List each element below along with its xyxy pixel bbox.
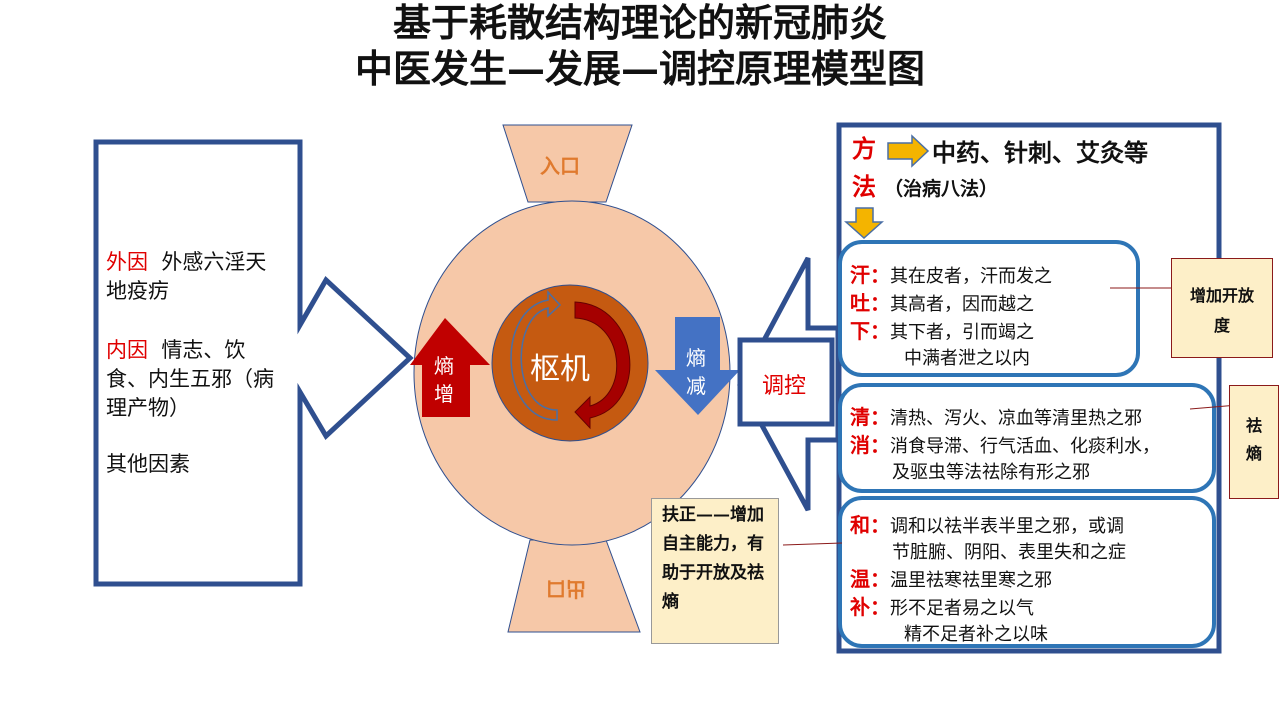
method-group-2: 清：清热、泻火、凉血等清里热之邪 消：消食导滞、行气活血、化痰利水， 及驱虫等法…	[850, 404, 1160, 486]
remove-entropy-note: 祛熵	[1229, 385, 1279, 499]
method-key: 汗：	[850, 263, 890, 287]
regulate-box	[737, 337, 835, 427]
methods-label-1: 方	[852, 135, 876, 163]
method-key: 清：	[850, 405, 890, 429]
regulate-label: 调控	[762, 374, 807, 399]
cycle-arrow-left	[510, 290, 562, 421]
method-key: 温：	[850, 567, 890, 591]
method-item: 温：温里祛寒祛里寒之邪	[850, 566, 1126, 594]
external-text: 外感六淫天地疫疠	[106, 250, 267, 303]
method-text: 清热、泻火、凉血等清里热之邪	[890, 408, 1142, 429]
method-item: 及驱虫等法祛除有形之邪	[850, 460, 1160, 486]
method-text: 其高者，因而越之	[890, 294, 1034, 315]
other-factors: 其他因素	[106, 452, 190, 476]
method-text: 中满者泄之以内	[904, 348, 1030, 369]
method-key: 吐：	[850, 291, 890, 315]
external-cause: 外因 外感六淫天地疫疠	[106, 248, 286, 306]
method-key: 消：	[850, 433, 890, 457]
outlet-label: 出口	[546, 577, 586, 601]
method-text: 温里祛寒祛里寒之邪	[890, 570, 1052, 591]
entropy-decrease-label: 熵减	[686, 346, 706, 398]
entropy-increase-label: 熵增	[434, 354, 454, 406]
group-box-3	[838, 496, 1216, 648]
down-arrow-icon	[844, 207, 884, 240]
method-text: 及驱虫等法祛除有形之邪	[892, 462, 1090, 483]
methods-label-2: 法	[852, 173, 876, 201]
method-item: 精不足者补之以味	[850, 622, 1126, 648]
inlet-trapezoid	[502, 124, 633, 203]
method-item: 和：调和以祛半表半里之邪，或调	[850, 512, 1126, 540]
method-key: 下：	[850, 319, 890, 343]
method-item: 中满者泄之以内	[850, 346, 1052, 372]
methods-means: 中药、针刺、艾灸等	[932, 139, 1148, 167]
method-group-1: 汗：其在皮者，汗而发之 吐：其高者，因而越之 下：其下者，引而竭之 中满者泄之以…	[850, 262, 1052, 372]
group-box-2	[838, 383, 1216, 493]
external-label: 外因	[106, 250, 148, 274]
method-text: 其下者，引而竭之	[890, 322, 1034, 343]
method-text: 调和以祛半表半里之邪，或调	[890, 516, 1124, 537]
open-degree-note: 增加开放度	[1171, 258, 1273, 358]
method-item: 补：形不足者易之以气	[850, 594, 1126, 622]
method-text: 其在皮者，汗而发之	[890, 266, 1052, 287]
method-item: 清：清热、泻火、凉血等清里热之邪	[850, 404, 1160, 432]
method-item: 节脏腑、阴阳、表里失和之症	[850, 540, 1126, 566]
method-text: 精不足者补之以味	[904, 624, 1048, 645]
core-label: 枢机	[530, 352, 590, 387]
internal-cause: 内因 情志、饮食、内生五邪（病理产物）	[106, 336, 286, 423]
causes-arrow	[93, 139, 414, 587]
method-item: 消：消食导滞、行气活血、化痰利水，	[850, 432, 1160, 460]
method-text: 节脏腑、阴阳、表里失和之症	[892, 542, 1126, 563]
inlet-label: 入口	[540, 154, 580, 178]
entropy-decrease-arrow	[655, 317, 740, 415]
eight-methods: （治病八法）	[884, 178, 999, 200]
method-key: 补：	[850, 595, 890, 619]
title-line-1: 基于耗散结构理论的新冠肺炎	[392, 0, 887, 45]
methods-label: 方法	[852, 130, 876, 206]
method-text: 消食导滞、行气活血、化痰利水，	[890, 436, 1160, 457]
method-item: 汗：其在皮者，汗而发之	[850, 262, 1052, 290]
fuzheng-note: 扶正——增加自主能力，有助于开放及祛熵	[651, 498, 779, 644]
title-line-2: 中医发生—发展—调控原理模型图	[354, 46, 925, 91]
method-item: 下：其下者，引而竭之	[850, 318, 1052, 346]
internal-text: 情志、饮食、内生五邪（病理产物）	[106, 338, 274, 420]
method-key: 和：	[850, 513, 890, 537]
connector-fuzheng	[782, 542, 843, 546]
method-group-3: 和：调和以祛半表半里之邪，或调 节脏腑、阴阳、表里失和之症 温：温里祛寒祛里寒之…	[850, 512, 1126, 648]
method-item: 吐：其高者，因而越之	[850, 290, 1052, 318]
right-arrow-icon	[887, 134, 930, 168]
cycle-arrow-right	[574, 301, 631, 430]
entropy-increase-arrow	[410, 318, 490, 417]
method-text: 形不足者易之以气	[890, 598, 1034, 619]
internal-label: 内因	[106, 338, 148, 362]
group-box-1	[838, 240, 1140, 377]
page-title: 基于耗散结构理论的新冠肺炎 中医发生—发展—调控原理模型图	[0, 0, 1280, 92]
